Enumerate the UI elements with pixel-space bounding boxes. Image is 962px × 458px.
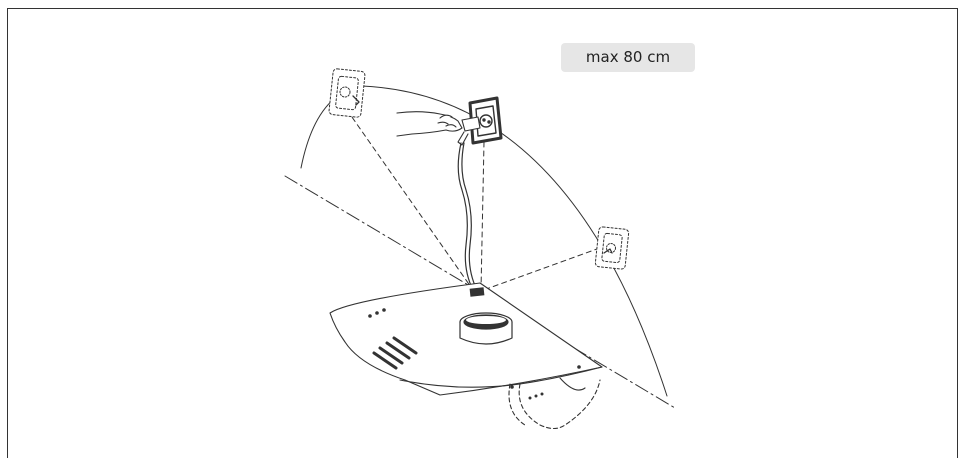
reach-line-left: [346, 109, 474, 291]
wall-socket-icon-left: [328, 68, 366, 118]
wall-socket-icon-right: [594, 226, 630, 270]
reach-radius-arc: [300, 85, 668, 397]
frame-border: [7, 8, 958, 458]
power-cable-icon: [457, 142, 474, 291]
duct-collar-icon: [459, 312, 513, 345]
hand-plug-icon: [396, 111, 481, 146]
reach-line-center: [480, 141, 485, 291]
reach-line-right: [477, 244, 609, 293]
hood-dots: [368, 308, 581, 400]
max-distance-badge: max 80 cm: [561, 43, 695, 72]
vent-slots-icon: [372, 336, 418, 370]
range-hood-icon: [329, 282, 603, 430]
